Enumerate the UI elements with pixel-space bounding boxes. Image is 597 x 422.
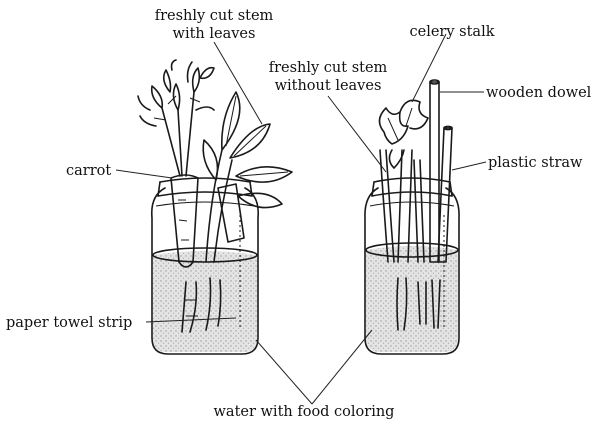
label-wooden-dowel: wooden dowel xyxy=(486,85,592,101)
carrot xyxy=(138,60,214,267)
label-stem-with-leaves-line1: freshly cut stem xyxy=(155,8,274,24)
left-jar-water xyxy=(153,251,257,352)
label-plastic-straw: plastic straw xyxy=(488,155,583,171)
right-jar xyxy=(365,178,459,354)
label-water-with-food-coloring: water with food coloring xyxy=(214,404,395,420)
wooden-dowel xyxy=(430,80,439,262)
label-carrot: carrot xyxy=(66,163,111,179)
labels: freshly cut stem with leaves celery stal… xyxy=(6,8,592,420)
label-stem-without-leaves-line1: freshly cut stem xyxy=(269,60,388,76)
label-celery-stalk: celery stalk xyxy=(410,24,495,40)
label-stem-with-leaves-line2: with leaves xyxy=(173,26,256,42)
label-paper-towel-strip: paper towel strip xyxy=(6,315,132,331)
stem-with-leaves xyxy=(203,92,292,262)
left-jar xyxy=(152,178,258,354)
label-stem-without-leaves-line2: without leaves xyxy=(275,78,382,94)
